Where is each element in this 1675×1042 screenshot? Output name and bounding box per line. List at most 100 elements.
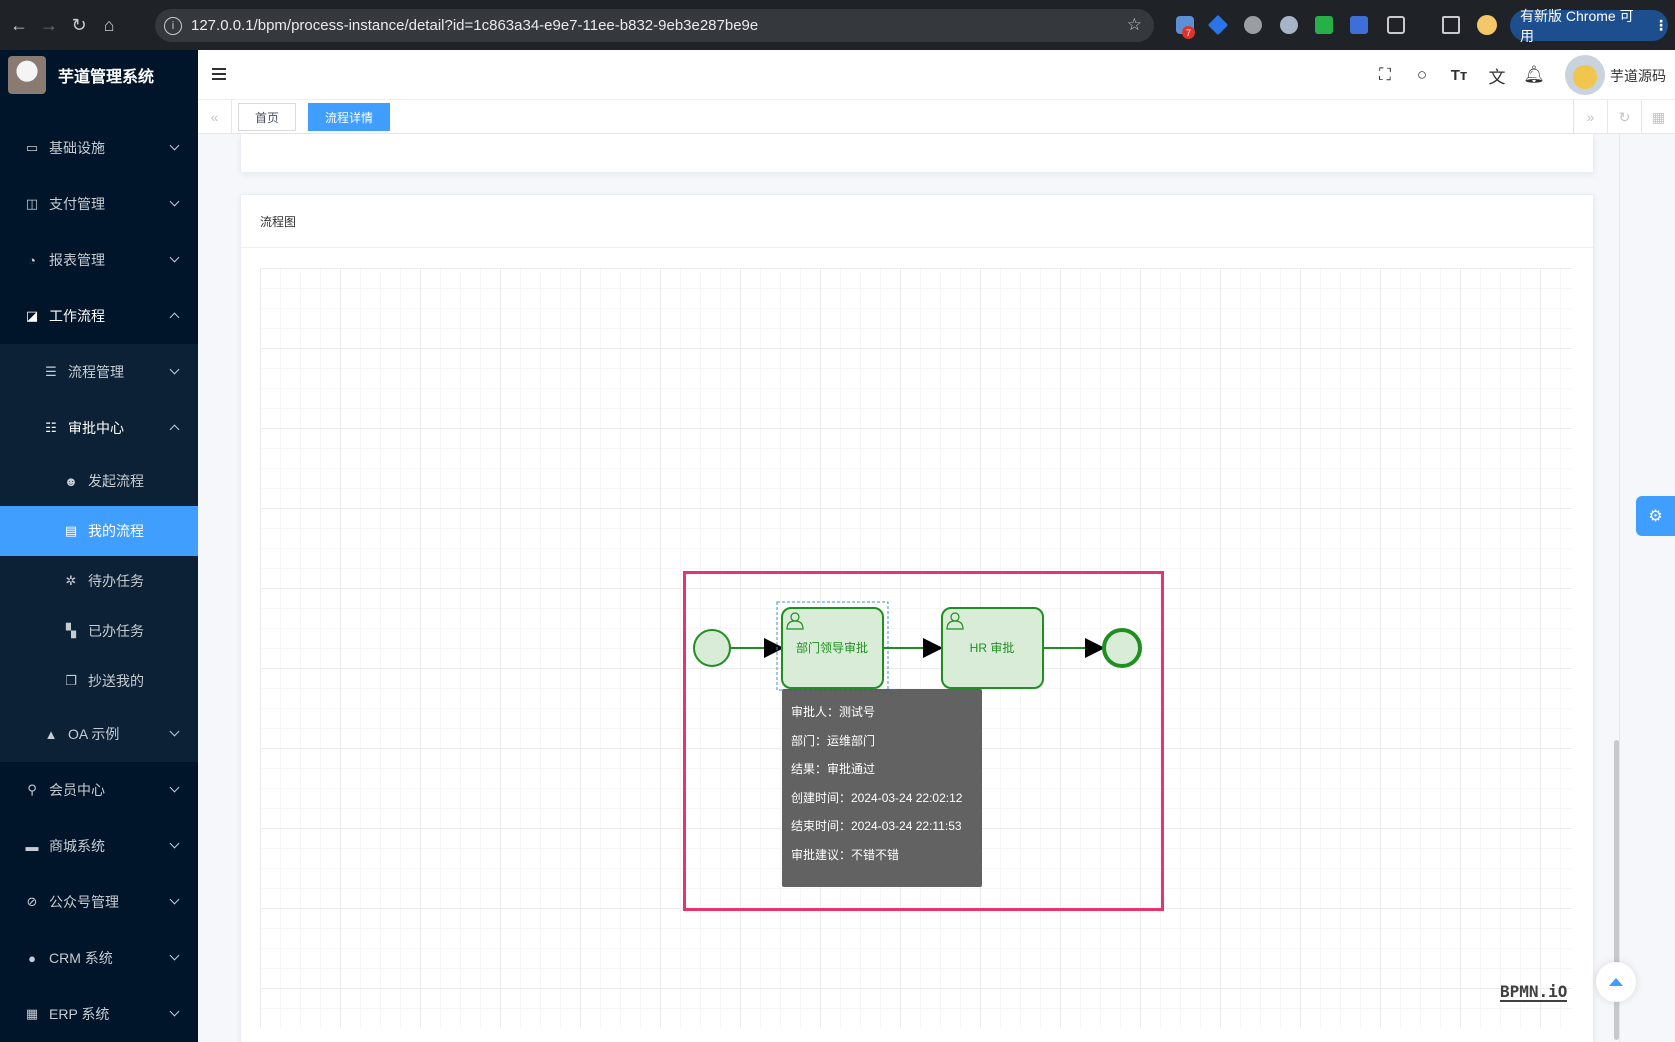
menu-crm[interactable]: ● CRM 系统 [0,930,198,986]
chrome-update-button[interactable]: 有新版 Chrome 可用 ⋮ [1510,10,1668,41]
menu-start-process[interactable]: ☻ 发起流程 [0,456,198,506]
fullscreen-icon[interactable]: ⛶ [1374,64,1396,86]
smile-icon: ☻ [63,473,79,489]
wallet-icon: ◫ [24,196,40,212]
scroll-left-icon[interactable]: « [198,100,232,134]
menu-done[interactable]: ▚ 已办任务 [0,606,198,656]
tag-detail[interactable]: 流程详情 [308,103,390,131]
chevron-down-icon [170,727,180,737]
reload-icon[interactable]: ↻ [68,14,90,36]
settings-gear-icon[interactable]: ⚙ [1636,496,1675,536]
menu-start-process-label: 发起流程 [88,471,144,491]
more-icon[interactable]: ⋮ [1654,17,1668,34]
menu-pay[interactable]: ◫ 支付管理 [0,176,198,232]
bookmark-star-icon[interactable]: ☆ [1127,15,1142,35]
side-panel-icon[interactable] [1442,16,1460,34]
tooltip-approver: 审批人：测试号 [791,703,982,732]
address-url[interactable]: 127.0.0.1/bpm/process-instance/detail?id… [191,17,758,34]
menu-oa-label: OA 示例 [68,724,119,744]
menu-mall-label: 商城系统 [49,836,105,856]
menu-pay-label: 支付管理 [49,194,105,214]
brand-logo [8,56,46,94]
profile-avatar-icon[interactable] [1477,15,1497,35]
chevron-down-icon [170,365,180,375]
extension-icon[interactable] [1280,16,1298,34]
monitor-icon: ▭ [24,140,40,156]
menu-member-label: 会员中心 [49,780,105,800]
chevron-down-icon [170,783,180,793]
cog-icon: ✲ [63,573,79,589]
chevron-down-icon [170,197,180,207]
extension-icon[interactable] [1244,16,1262,34]
menu-process-manage-label: 流程管理 [68,362,124,382]
chevron-down-icon [170,951,180,961]
menu-workflow-label: 工作流程 [49,306,105,326]
menu-approval-center[interactable]: ☷ 审批中心 [0,400,198,456]
caret-up-icon [1609,978,1623,986]
site-info-icon[interactable]: i [164,17,182,35]
book-icon: ▤ [63,523,79,539]
chevron-up-icon [170,425,180,435]
menu-infra[interactable]: ▭ 基础设施 [0,120,198,176]
search-icon[interactable]: ○ [1411,64,1433,86]
menu-approval-center-label: 审批中心 [68,418,124,438]
back-to-top-button[interactable] [1596,962,1636,1002]
tooltip-created: 创建时间：2024-03-24 22:02:12 [791,789,982,818]
avatar[interactable] [1565,55,1605,95]
menu-report-label: 报表管理 [49,250,105,270]
extension-icon[interactable] [1350,16,1368,34]
puzzle-icon[interactable] [1387,16,1405,34]
translate-icon[interactable]: 文 [1486,64,1508,86]
back-icon[interactable]: ← [8,14,30,36]
pie-chart-icon: ◔ [24,252,40,268]
menu-copy[interactable]: ❐ 抄送我的 [0,656,198,706]
menu-done-label: 已办任务 [88,621,144,641]
bicycle-icon: ⚲ [24,782,40,798]
tag-home-label: 首页 [255,109,279,126]
brand[interactable]: 芋道管理系统 [0,50,198,100]
forward-icon[interactable]: → [38,14,60,36]
refresh-icon[interactable]: ↻ [1607,100,1641,134]
menu-oa[interactable]: ▲ OA 示例 [0,706,198,762]
font-size-icon[interactable]: Tт [1448,64,1470,86]
chevron-down-icon [170,253,180,263]
brand-title: 芋道管理系统 [58,63,154,87]
grid-icon[interactable]: ▦ [1641,100,1675,134]
extension-icon[interactable] [1315,16,1333,34]
diamond-extension-icon[interactable] [1208,15,1228,35]
menu-mp-label: 公众号管理 [49,892,119,912]
menu-erp-label: ERP 系统 [49,1004,109,1024]
menu-todo[interactable]: ✲ 待办任务 [0,556,198,606]
road-icon: ▲ [43,726,59,742]
bpmn-io-logo[interactable]: BPMN.iO [1500,984,1567,1002]
menu-report[interactable]: ◔ 报表管理 [0,232,198,288]
address-bar[interactable]: i 127.0.0.1/bpm/process-instance/detail?… [155,9,1154,42]
menu-workflow[interactable]: ◪ 工作流程 [0,288,198,344]
chevron-down-icon [170,839,180,849]
shop-icon: ▬ [24,838,40,854]
scroll-right-icon[interactable]: » [1573,100,1607,134]
user-name[interactable]: 芋道源码 [1610,66,1666,86]
menu-my-process[interactable]: ▤ 我的流程 [0,506,198,556]
menu-erp[interactable]: ▦ ERP 系统 [0,986,198,1042]
card-title: 流程图 [260,213,296,230]
chevron-up-icon [170,313,180,323]
menu-process-manage[interactable]: ☰ 流程管理 [0,344,198,400]
tags-view: « 首页 流程详情 » ↻ ▦ [198,100,1675,134]
menu-mall[interactable]: ▬ 商城系统 [0,818,198,874]
home-icon[interactable]: ⌂ [98,14,120,36]
tag-home[interactable]: 首页 [238,103,296,131]
chrome-update-label: 有新版 Chrome 可用 [1520,6,1646,46]
hamburger-icon[interactable] [212,68,226,80]
menu-member[interactable]: ⚲ 会员中心 [0,762,198,818]
bell-icon[interactable]: 🔔︎ [1523,64,1545,86]
extension-badge: 7 [1182,26,1195,39]
store-icon: ▦ [24,1006,40,1022]
sidebar: 芋道管理系统 ▭ 基础设施 ◫ 支付管理 ◔ 报表管理 ◪ 工作流程 ☰ 流程管… [0,50,198,1042]
tooltip-result: 结果：审批通过 [791,760,982,789]
list-icon: ☰ [43,364,59,380]
task-detail-tooltip: 审批人：测试号 部门：运维部门 结果：审批通过 创建时间：2024-03-24 … [782,689,982,887]
menu-mp[interactable]: ⊘ 公众号管理 [0,874,198,930]
browser-toolbar: ← → ↻ ⌂ i 127.0.0.1/bpm/process-instance… [0,0,1675,50]
tooltip-comment: 审批建议：不错不错 [791,846,982,875]
